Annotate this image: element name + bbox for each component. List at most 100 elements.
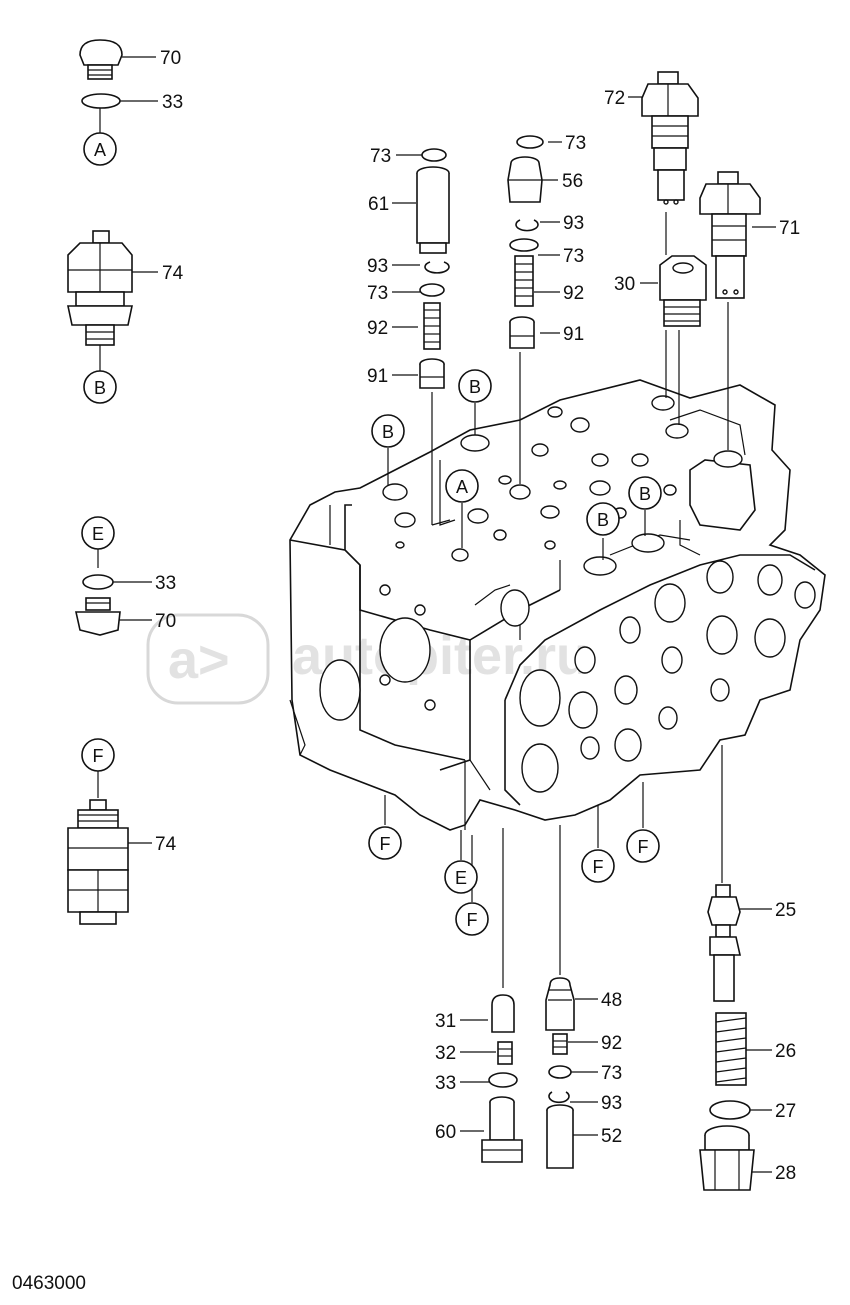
callout-f-bottom-1: F [368, 826, 402, 860]
drawing-code: 0463000 [12, 1273, 86, 1294]
svg-text:F: F [638, 837, 649, 857]
spool-52 [546, 1104, 574, 1169]
svg-text:a>: a> [168, 630, 230, 690]
label-32: 32 [435, 1043, 456, 1064]
valve-body [289, 379, 826, 831]
label-33-bottom: 33 [435, 1073, 456, 1094]
spring-32 [497, 1041, 513, 1065]
label-74-bottom: 74 [155, 834, 177, 855]
relief-valve-74-top [67, 230, 133, 346]
callout-e-left: E [81, 516, 115, 550]
label-71: 71 [779, 218, 800, 239]
front-face-ports [519, 560, 816, 793]
label-73-a: 73 [370, 146, 391, 167]
callout-a-body: A [445, 469, 479, 503]
callout-e-bottom: E [444, 860, 478, 894]
svg-text:A: A [456, 477, 468, 497]
label-91-b: 91 [563, 324, 584, 345]
top-face-holes [382, 395, 743, 576]
svg-text:B: B [469, 377, 481, 397]
label-33-mid: 33 [155, 573, 176, 594]
callout-f-left: F [81, 738, 115, 772]
label-72: 72 [604, 88, 625, 109]
spring-92-a [423, 302, 441, 350]
callout-f-bottom-3: F [581, 849, 615, 883]
label-25: 25 [775, 900, 796, 921]
plug-70-top [79, 39, 123, 80]
leader-lines [97, 56, 776, 1173]
callout-b-body-2: B [371, 414, 405, 448]
spring-92-b [514, 255, 534, 307]
label-30: 30 [614, 274, 635, 295]
svg-text:E: E [455, 868, 467, 888]
callout-a-left: A [83, 132, 117, 166]
adapter-30 [659, 255, 707, 327]
label-28: 28 [775, 1163, 796, 1184]
o-ring-73-a [421, 148, 447, 162]
label-56: 56 [562, 171, 583, 192]
callout-b-body-3: B [586, 502, 620, 536]
label-73-b: 73 [367, 283, 388, 304]
callout-b-left: B [83, 370, 117, 404]
svg-text:B: B [597, 510, 609, 530]
spool-61 [416, 166, 450, 254]
o-ring-27 [709, 1100, 751, 1120]
label-73-d: 73 [563, 246, 584, 267]
label-52: 52 [601, 1126, 622, 1147]
plug-70-mid [75, 597, 121, 636]
label-70-mid: 70 [155, 611, 176, 632]
o-ring-33-bottom [488, 1072, 518, 1088]
callouts: A B E F B B A B B F E F F F [81, 132, 662, 936]
callout-f-bottom-2: F [455, 902, 489, 936]
label-92-c: 92 [601, 1033, 622, 1054]
poppet-31 [491, 994, 515, 1033]
label-26: 26 [775, 1041, 796, 1062]
label-74-top: 74 [162, 263, 184, 284]
svg-text:B: B [94, 378, 106, 398]
svg-text:F: F [467, 910, 478, 930]
o-ring-73-c [516, 135, 544, 149]
callout-b-body-4: B [628, 476, 662, 510]
plug-60 [481, 1096, 523, 1163]
part-number-labels: 70 33 74 33 70 74 73 61 93 73 92 91 73 5… [155, 48, 800, 1184]
spring-92-c [552, 1033, 568, 1055]
callout-b-body-1: B [458, 369, 492, 403]
svg-text:F: F [93, 746, 104, 766]
callout-f-bottom-4: F [626, 829, 660, 863]
svg-text:A: A [94, 140, 106, 160]
svg-text:E: E [92, 524, 104, 544]
snap-ring-93-c [548, 1091, 570, 1104]
left-face-ports [319, 584, 530, 721]
label-92-a: 92 [367, 318, 388, 339]
label-60: 60 [435, 1122, 456, 1143]
o-ring-33-top [81, 93, 121, 109]
plug-91-a [419, 358, 445, 389]
label-27: 27 [775, 1101, 796, 1122]
snap-ring-93-b [515, 219, 539, 232]
label-48: 48 [601, 990, 622, 1011]
relief-valve-72 [641, 71, 699, 205]
plug-28 [699, 1125, 755, 1191]
label-93-c: 93 [601, 1093, 622, 1114]
poppet-48 [545, 977, 575, 1031]
label-73-e: 73 [601, 1063, 622, 1084]
plug-91-b [509, 316, 535, 349]
label-91-a: 91 [367, 366, 388, 387]
o-ring-33-mid [82, 574, 114, 590]
label-92-b: 92 [563, 283, 584, 304]
svg-text:F: F [380, 834, 391, 854]
relief-valve-74-bottom [67, 799, 129, 925]
o-ring-73-b [419, 283, 445, 297]
relief-valve-71 [699, 171, 761, 299]
snap-ring-93-a [424, 261, 450, 274]
o-ring-73-d [509, 238, 539, 252]
spring-26 [715, 1012, 747, 1086]
svg-text:F: F [593, 857, 604, 877]
spool-56 [507, 156, 543, 203]
label-33-top: 33 [162, 92, 183, 113]
label-73-c: 73 [565, 133, 586, 154]
label-93-a: 93 [367, 256, 388, 277]
svg-text:B: B [639, 484, 651, 504]
label-70-top: 70 [160, 48, 181, 69]
